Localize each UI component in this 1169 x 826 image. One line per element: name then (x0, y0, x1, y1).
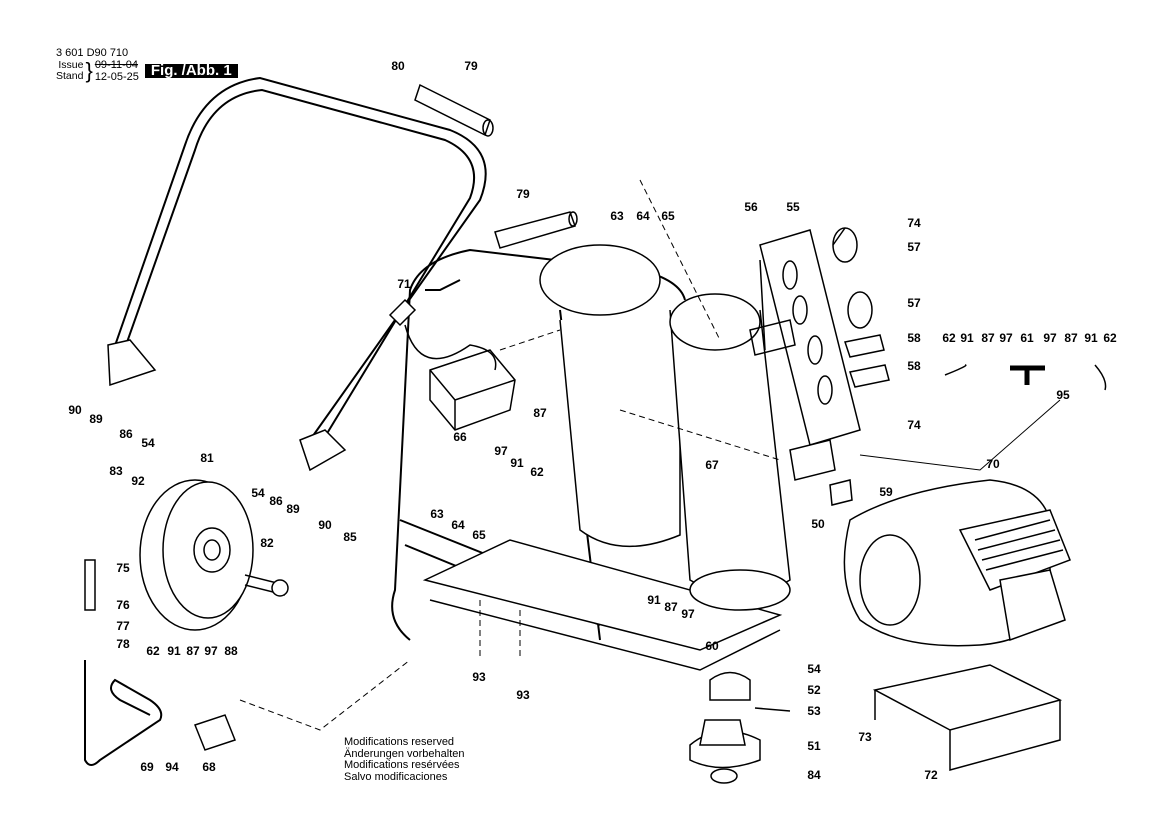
callout-93: 93 (516, 688, 530, 702)
callout-94: 94 (165, 760, 179, 774)
callout-62: 62 (146, 644, 160, 658)
callout-52: 52 (807, 683, 821, 697)
callout-67: 67 (705, 458, 719, 472)
callout-85: 85 (343, 530, 357, 544)
callout-87: 87 (664, 600, 678, 614)
callout-63: 63 (430, 507, 444, 521)
callout-65: 65 (661, 209, 675, 223)
callout-62: 62 (530, 465, 544, 479)
parts-drawing (84, 76, 1107, 784)
callout-86: 86 (119, 427, 133, 441)
callout-74: 74 (907, 216, 921, 230)
callout-61: 61 (1020, 331, 1034, 345)
callout-56: 56 (744, 200, 758, 214)
callout-64: 64 (636, 209, 650, 223)
callout-59: 59 (879, 485, 893, 499)
callout-91: 91 (960, 331, 974, 345)
part-number: 3 601 D90 710 (56, 47, 129, 59)
callout-83: 83 (109, 464, 123, 478)
callout-97: 97 (681, 607, 695, 621)
callout-53: 53 (807, 704, 821, 718)
callout-75: 75 (116, 561, 130, 575)
callout-72: 72 (924, 768, 938, 782)
callout-68: 68 (202, 760, 216, 774)
callout-78: 78 (116, 637, 130, 651)
callout-69: 69 (140, 760, 154, 774)
notice-line: Modifications resérvées (344, 759, 460, 771)
callout-82: 82 (260, 536, 274, 550)
callout-88: 88 (224, 644, 238, 658)
callout-89: 89 (89, 412, 103, 426)
callout-97: 97 (204, 644, 218, 658)
callout-91: 91 (167, 644, 181, 658)
callout-77: 77 (116, 619, 130, 633)
callout-64: 64 (451, 518, 465, 532)
callout-57: 57 (907, 296, 921, 310)
callout-93: 93 (472, 670, 486, 684)
modifications-notice: Modifications reserved Änderungen vorbeh… (344, 736, 465, 783)
callout-63: 63 (610, 209, 624, 223)
callout-95: 95 (1056, 388, 1070, 402)
callout-87: 87 (186, 644, 200, 658)
callout-87: 87 (533, 406, 547, 420)
callout-70: 70 (986, 457, 1000, 471)
callout-90: 90 (68, 403, 82, 417)
figure-label: Fig. /Abb. 1 (144, 63, 238, 78)
callout-89: 89 (286, 502, 300, 516)
callout-90: 90 (318, 518, 332, 532)
callout-80: 80 (391, 59, 405, 73)
callout-54: 54 (807, 662, 821, 676)
stand-date: 12-05-25 (94, 71, 139, 83)
callout-60: 60 (705, 639, 719, 653)
callout-55: 55 (786, 200, 800, 214)
callout-84: 84 (807, 768, 821, 782)
callout-81: 81 (200, 451, 214, 465)
callout-58: 58 (907, 359, 921, 373)
callout-71: 71 (397, 277, 411, 291)
callout-91: 91 (1084, 331, 1098, 345)
callout-76: 76 (116, 598, 130, 612)
callout-79: 79 (464, 59, 478, 73)
issue-date: 09-11-04 (94, 59, 139, 71)
callout-62: 62 (942, 331, 956, 345)
callout-74: 74 (907, 418, 921, 432)
callout-50: 50 (811, 517, 825, 531)
callout-97: 97 (1043, 331, 1057, 345)
notice-line: Modifications reserved (344, 736, 455, 748)
brace: } (85, 58, 93, 83)
callout-62: 62 (1103, 331, 1117, 345)
callout-54: 54 (141, 436, 155, 450)
callout-57: 57 (907, 240, 921, 254)
stand-label: Stand (56, 70, 84, 82)
callout-91: 91 (510, 456, 524, 470)
callout-97: 97 (494, 444, 508, 458)
notice-line: Salvo modificaciones (344, 770, 448, 783)
callout-87: 87 (981, 331, 995, 345)
callout-54: 54 (251, 486, 265, 500)
callout-97: 97 (999, 331, 1013, 345)
issue-label: Issue (58, 59, 84, 71)
callout-87: 87 (1064, 331, 1078, 345)
callout-73: 73 (858, 730, 872, 744)
callout-51: 51 (807, 739, 821, 753)
callout-58: 58 (907, 331, 921, 345)
notice-line: Änderungen vorbehalten (344, 747, 465, 760)
callout-65: 65 (472, 528, 486, 542)
callout-86: 86 (269, 494, 283, 508)
callout-79: 79 (516, 187, 530, 201)
callout-92: 92 (131, 474, 145, 488)
callout-66: 66 (453, 430, 467, 444)
callout-91: 91 (647, 593, 661, 607)
